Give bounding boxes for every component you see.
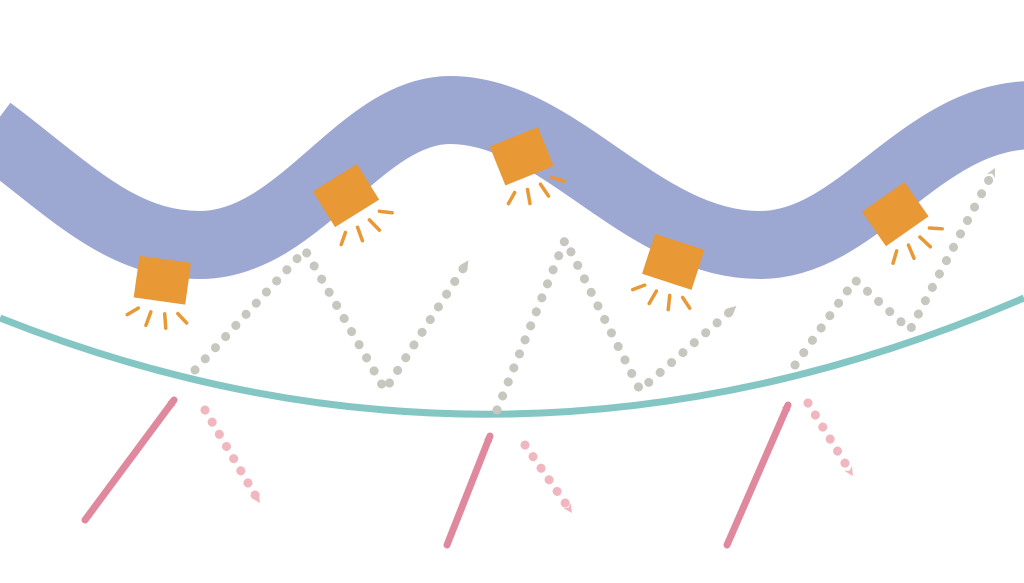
light-ray	[891, 249, 899, 265]
reflected-path-3	[790, 167, 998, 370]
wavy-band	[0, 75, 1024, 280]
light-ray	[647, 289, 659, 306]
light-ray	[550, 175, 566, 183]
lamp-icon-4	[630, 233, 705, 312]
reflected-path-1	[190, 242, 471, 399]
light-ray	[162, 312, 168, 330]
light-ray	[666, 293, 672, 312]
lamp-icon-3	[489, 127, 566, 206]
light-ray	[377, 209, 394, 215]
light-ray	[927, 226, 944, 231]
light-ray	[538, 182, 551, 198]
light-ray	[630, 283, 647, 292]
lamp-icon-2	[312, 163, 394, 247]
light-ray	[525, 187, 532, 206]
incoming-arrow-1	[81, 396, 178, 524]
lamp-icon-5	[861, 181, 944, 265]
incoming-arrow-3	[723, 401, 792, 549]
light-ray	[144, 310, 153, 328]
reflected-path-2	[492, 229, 738, 415]
lamp-icon-1	[125, 255, 192, 330]
light-ray	[176, 311, 189, 325]
light-ray	[339, 230, 348, 247]
light-ray	[918, 235, 933, 249]
light-ray	[367, 218, 382, 232]
incoming-arrow-2	[443, 432, 494, 549]
light-ray	[906, 243, 916, 261]
light-ray	[125, 306, 140, 317]
outgoing-arrow-2	[520, 440, 575, 515]
outgoing-arrow-1	[200, 405, 263, 505]
light-ray	[506, 190, 517, 206]
light-ray	[355, 225, 365, 243]
outgoing-arrow-3	[803, 398, 856, 478]
light-ray	[680, 295, 692, 310]
surface-curve	[0, 294, 1024, 418]
